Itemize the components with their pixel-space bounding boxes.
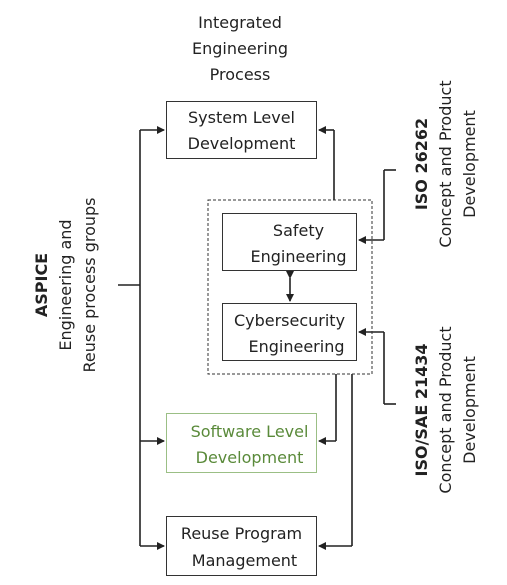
title-line-2: Engineering	[192, 39, 288, 58]
software-label-2: Development	[195, 448, 304, 467]
title-line-1: Integrated	[198, 13, 282, 32]
reuse-label-2: Management	[191, 551, 298, 570]
system-label-2: Development	[187, 134, 296, 153]
safety-label-1: Safety	[272, 221, 325, 240]
iso21434-line-1: Concept and Product	[436, 326, 455, 494]
software-level-box: Software Level Development	[166, 413, 317, 473]
iso26262-name: ISO 26262	[412, 117, 431, 211]
cyber-label-2: Engineering	[248, 337, 345, 356]
cybersecurity-engineering-box: Cybersecurity Engineering	[222, 303, 357, 361]
iso21434-name: ISO/SAE 21434	[412, 343, 431, 477]
iso26262-line-2: Development	[460, 110, 479, 218]
diagram-title: Integrated Engineering Process	[170, 10, 310, 88]
reuse-label-1: Reuse Program	[180, 524, 303, 543]
reuse-program-box: Reuse Program Management	[166, 516, 317, 576]
aspice-line-2: Reuse process groups	[80, 197, 99, 373]
iso21434-line-2: Development	[460, 356, 479, 464]
aspice-line-1: Engineering and	[56, 219, 75, 351]
safety-engineering-box: Safety Engineering	[222, 213, 357, 271]
system-level-box: System Level Development	[166, 101, 317, 159]
cyber-label-1: Cybersecurity	[233, 311, 346, 330]
system-label-1: System Level	[188, 108, 295, 127]
title-line-3: Process	[209, 65, 271, 84]
iso26262-line-1: Concept and Product	[436, 80, 455, 248]
engineering-group-border	[207, 199, 373, 375]
aspice-name: ASPICE	[32, 252, 51, 318]
software-label-1: Software Level	[190, 422, 309, 441]
safety-label-2: Engineering	[250, 247, 347, 266]
